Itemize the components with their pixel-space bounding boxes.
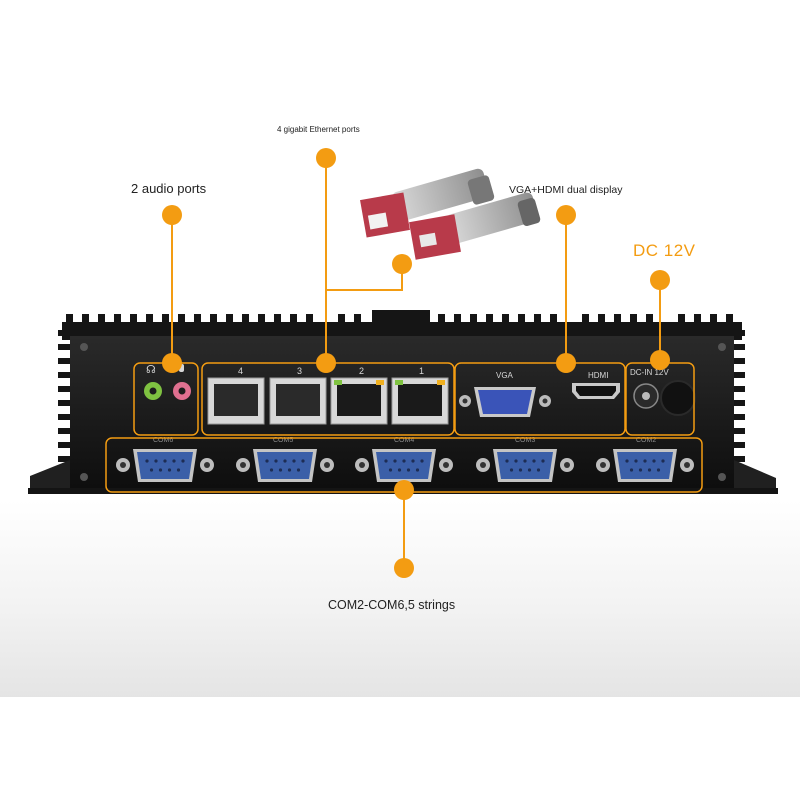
dc-in-label: DC-IN 12V: [630, 368, 669, 377]
audio-ports: ☊: [144, 364, 191, 400]
lan-label-4: 4: [238, 366, 243, 376]
display-frame: [454, 362, 626, 436]
hdmi-port: [572, 383, 620, 399]
com-label-5: COM5: [273, 437, 293, 444]
side-fins: [58, 330, 745, 462]
com-label-2: COM2: [636, 437, 656, 444]
audio-dot-top: [162, 205, 182, 225]
ethernet-port: [207, 377, 265, 425]
com-label-6: COM6: [153, 437, 173, 444]
lan-label-2: 2: [359, 366, 364, 376]
vga-port: [459, 387, 551, 417]
ethernet-port: [269, 377, 327, 425]
power-dot-bottom: [650, 350, 670, 370]
ethernet-port: [330, 377, 388, 425]
serial-port: [116, 449, 214, 482]
connector-photo: [360, 168, 541, 260]
hdmi-label: HDMI: [588, 371, 608, 380]
serial-port: [355, 449, 453, 482]
audio-dot-bottom: [162, 353, 182, 373]
background-gradient: [0, 500, 800, 700]
serial-port: [476, 449, 574, 482]
panel-port-labels: 4 3 2 1 VGA HDMI DC-IN 12V COM6 COM5 COM…: [153, 366, 669, 444]
ethernet-dot-photo: [392, 254, 412, 274]
svg-text:☊: ☊: [146, 364, 156, 376]
dc-in-port: [633, 380, 696, 416]
audio-ports-label: 2 audio ports: [131, 181, 207, 196]
lan-label-1: 1: [419, 366, 424, 376]
ethernet-dot-top: [316, 148, 336, 168]
serial-port: [596, 449, 694, 482]
ethernet-dot-bottom: [316, 353, 336, 373]
display-dot-top: [556, 205, 576, 225]
serial-ports: [116, 449, 694, 482]
cooling-fins: [62, 310, 742, 340]
ethernet-port: [391, 377, 449, 425]
right-mounting-bracket: [734, 460, 776, 494]
com-label-3: COM3: [515, 437, 535, 444]
lan-label-3: 3: [297, 366, 302, 376]
display-ports-label: VGA+HDMI dual display: [509, 184, 623, 196]
power-dot-top: [650, 270, 670, 290]
ethernet-ports-label: 4 gigabit Ethernet ports: [277, 125, 360, 134]
vga-label: VGA: [496, 371, 514, 380]
ethernet-ports: [207, 377, 449, 425]
power-label: DC 12V: [633, 241, 696, 260]
serial-port: [236, 449, 334, 482]
display-dot-bottom: [556, 353, 576, 373]
com-label-4: COM4: [394, 437, 414, 444]
callout-dots: [162, 148, 670, 578]
serial-ports-label: COM2-COM6,5 strings: [328, 598, 456, 612]
serial-dot-bottom: [394, 558, 414, 578]
background-bottom: [0, 697, 800, 800]
left-mounting-bracket: [30, 460, 70, 492]
serial-dot-top: [394, 480, 414, 500]
